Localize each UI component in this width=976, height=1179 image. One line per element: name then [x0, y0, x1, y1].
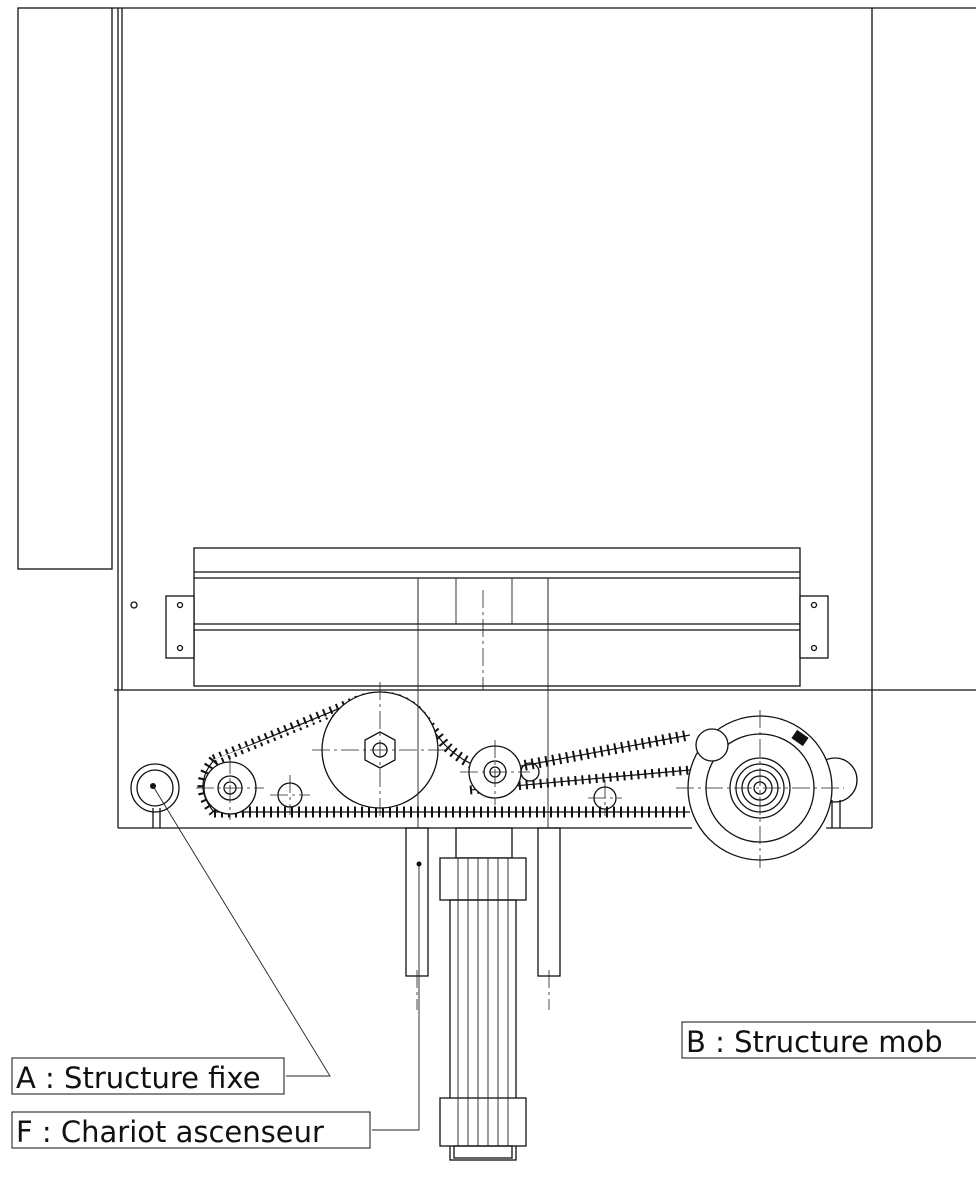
left-tube — [130, 763, 180, 828]
left-bracket — [165, 595, 195, 659]
vertical-rods — [405, 578, 561, 1010]
lower-housing — [117, 690, 873, 829]
label-b-text: B : Structure mob — [686, 1025, 943, 1059]
main-frame — [112, 7, 976, 691]
left-side-panel — [17, 7, 113, 570]
handwheel-knob — [695, 728, 729, 762]
right-idler-hole — [588, 780, 622, 816]
crossbar-assembly — [165, 547, 829, 690]
leader-lines — [152, 785, 422, 1131]
handwheel — [676, 710, 844, 868]
large-sprocket — [312, 682, 448, 818]
medium-sprocket — [460, 740, 540, 805]
label-a-text: A : Structure fixe — [16, 1061, 261, 1095]
lift-carriage — [439, 827, 527, 1161]
small-sprocket — [196, 756, 264, 820]
label-a: A : Structure fixe — [11, 1057, 285, 1095]
label-b: B : Structure mob — [681, 1021, 976, 1059]
label-f: F : Chariot ascenseur — [11, 1111, 371, 1149]
idler-hole — [270, 775, 310, 815]
label-f-text: F : Chariot ascenseur — [16, 1115, 324, 1149]
right-bracket — [799, 595, 829, 659]
